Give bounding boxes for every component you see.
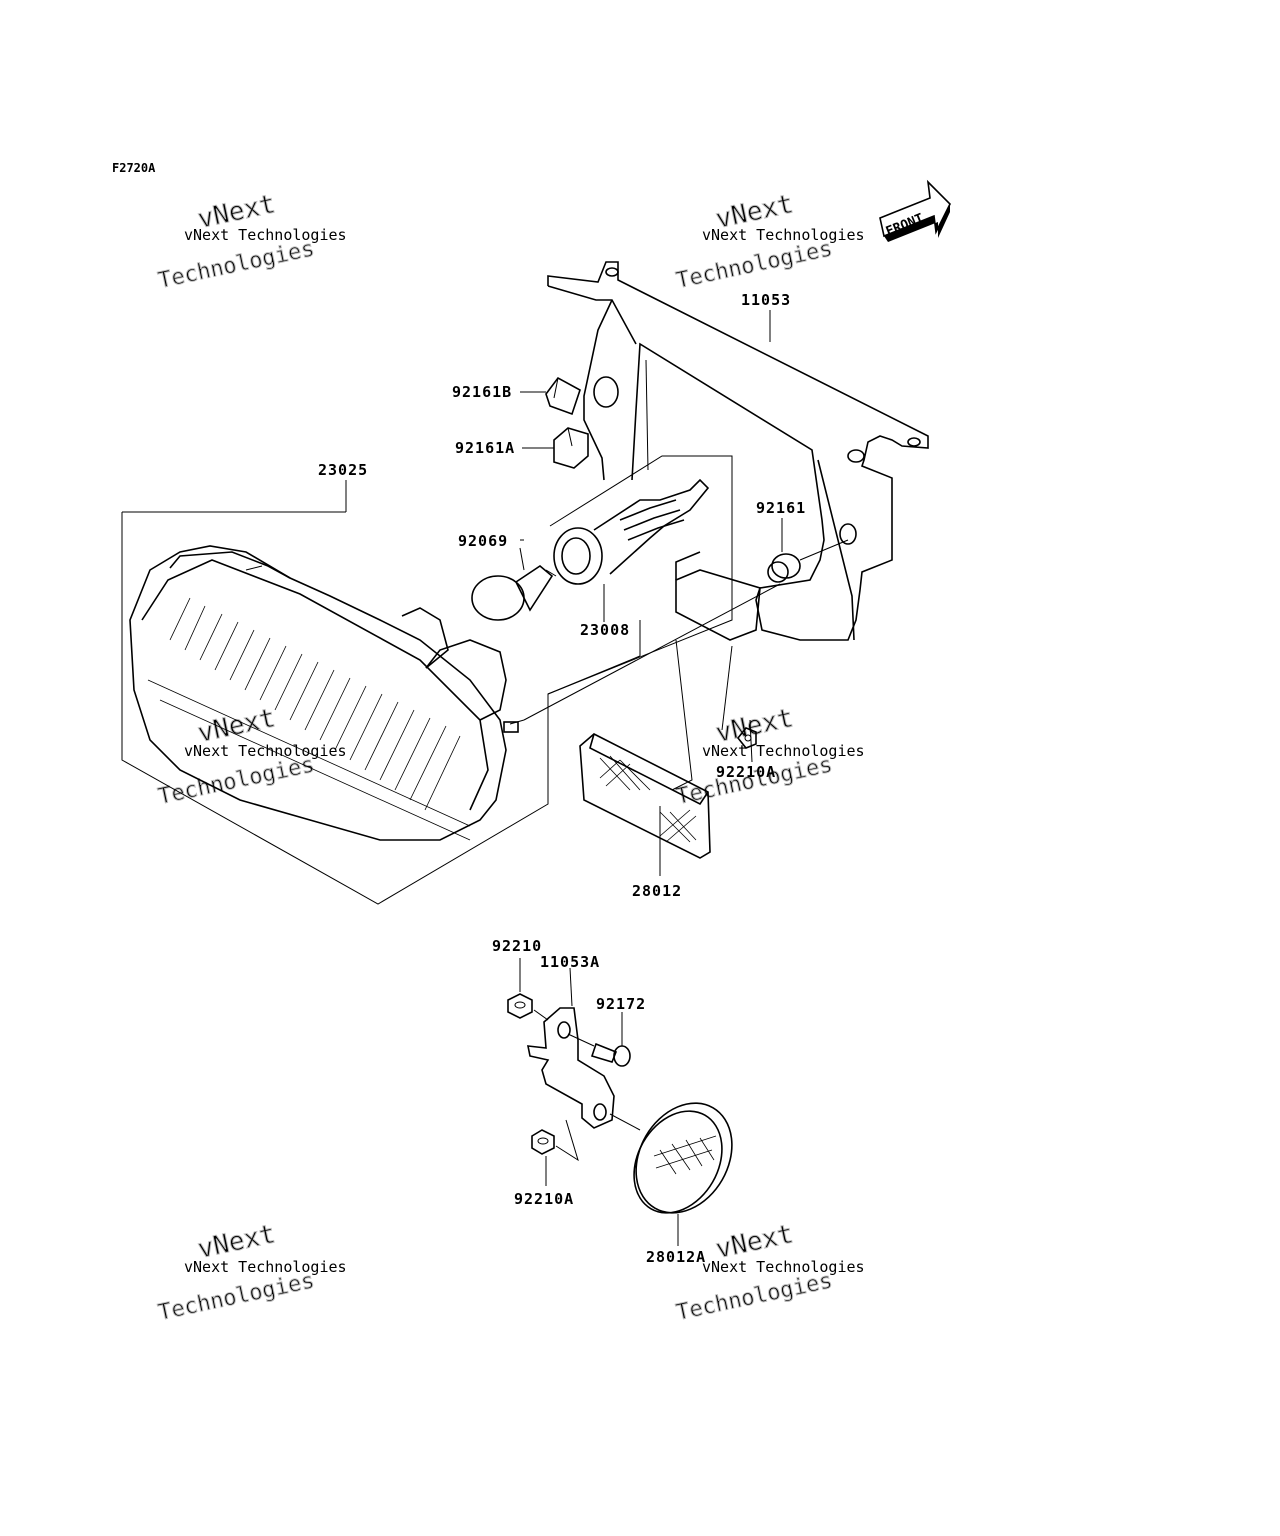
- label-92210a-bottom: 92210A: [514, 1190, 574, 1208]
- bulb-92069: [471, 565, 557, 621]
- label-92161b: 92161B: [452, 383, 512, 401]
- nut-92210a-bottom: [531, 1119, 579, 1186]
- svg-text:vNext Technologies: vNext Technologies: [702, 1258, 865, 1276]
- grommet-92161b: [545, 376, 581, 416]
- svg-text:vNext Technologies: vNext Technologies: [184, 226, 347, 244]
- watermark-mid-left: vNext vNext Technologies Technologies: [156, 703, 347, 811]
- socket-23008: [553, 478, 710, 585]
- label-92069: 92069: [458, 532, 508, 550]
- svg-text:Technologies: Technologies: [674, 752, 835, 810]
- label-92161: 92161: [756, 499, 806, 517]
- bolt-92172: [567, 1012, 631, 1067]
- label-28012a: 28012A: [646, 1248, 706, 1266]
- label-92210a-top: 92210A: [716, 763, 776, 781]
- watermark-bottom-left: vNext vNext Technologies Technologies: [156, 1219, 347, 1327]
- svg-text:Technologies: Technologies: [156, 752, 317, 810]
- svg-text:vNext Technologies: vNext Technologies: [702, 742, 865, 760]
- front-label: FRONT: [884, 211, 926, 240]
- grommet-92161a: [553, 427, 589, 469]
- svg-text:Technologies: Technologies: [156, 236, 317, 294]
- nut-92210a-top: [736, 727, 757, 749]
- leader-lines-top: [519, 310, 783, 876]
- label-11053a: 11053A: [540, 953, 600, 971]
- svg-text:Technologies: Technologies: [156, 1268, 317, 1326]
- nut-92210: [507, 958, 549, 1021]
- label-23008: 23008: [580, 621, 630, 639]
- watermark-mid-right: vNext vNext Technologies Technologies: [674, 703, 865, 811]
- watermark-top-left: vNext vNext Technologies Technologies: [156, 189, 347, 295]
- watermark-top-right: vNext vNext Technologies Technologies: [674, 189, 865, 295]
- tail-lamp-23025: [129, 545, 525, 841]
- part-labels: 11053 92161B 92161A 23025 92069 92161 23…: [318, 291, 806, 1266]
- front-arrow-icon: FRONT: [879, 179, 951, 242]
- bracket-11053a: [527, 967, 615, 1129]
- bracket-11053: [547, 261, 929, 641]
- label-23025: 23025: [318, 461, 368, 479]
- svg-text:Technologies: Technologies: [674, 236, 835, 294]
- leader-frame-23025: [121, 455, 733, 905]
- svg-text:vNext Technologies: vNext Technologies: [702, 226, 865, 244]
- figure-id: F2720A: [112, 161, 156, 175]
- svg-text:vNext Technologies: vNext Technologies: [184, 742, 347, 760]
- label-28012: 28012: [632, 882, 682, 900]
- label-11053: 11053: [741, 291, 791, 309]
- reflector-28012: [579, 733, 711, 859]
- label-92161a: 92161A: [455, 439, 515, 457]
- reflector-28012a: [609, 1102, 733, 1246]
- svg-text:Technologies: Technologies: [674, 1268, 835, 1326]
- label-92210: 92210: [492, 937, 542, 955]
- label-92172: 92172: [596, 995, 646, 1013]
- grommet-92161: [767, 553, 801, 583]
- watermark-bottom-right: vNext vNext Technologies Technologies: [674, 1219, 865, 1327]
- svg-text:vNext Technologies: vNext Technologies: [184, 1258, 347, 1276]
